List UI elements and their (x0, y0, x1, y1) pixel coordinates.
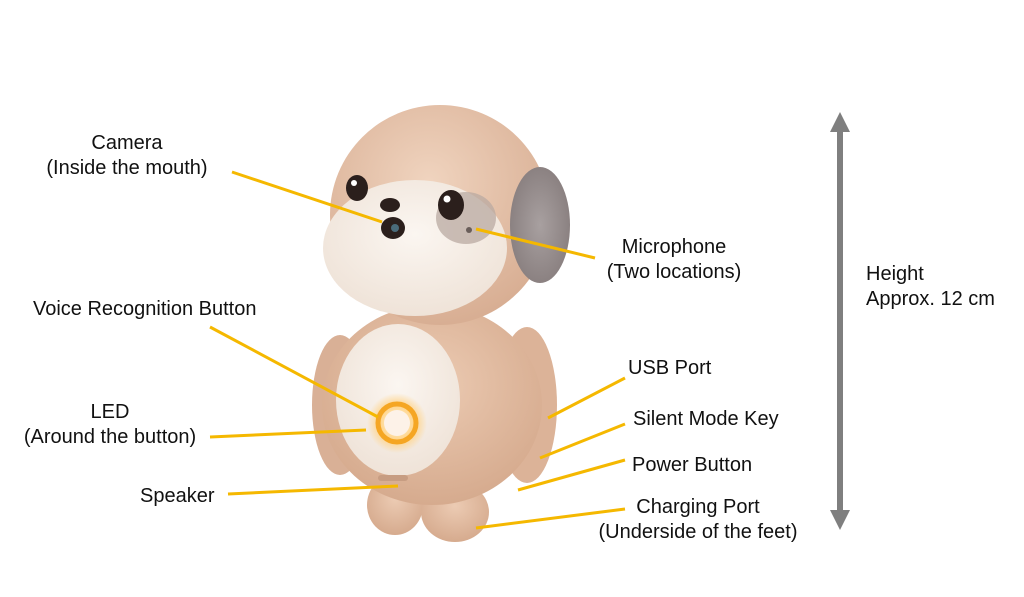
label-led-note: (Around the button) (23, 426, 197, 448)
label-camera-title: Camera (91, 132, 163, 154)
label-height-value: Approx. 12 cm (866, 288, 995, 310)
leader-charging (475, 507, 626, 530)
leader-led (209, 428, 367, 439)
label-microphone-note: (Two locations) (606, 261, 742, 283)
label-silent: Silent Mode Key (633, 407, 779, 432)
microphone-dot (466, 227, 472, 233)
label-voice-button: Voice Recognition Button (33, 297, 257, 322)
label-microphone-title: Microphone (621, 236, 727, 258)
label-usb: USB Port (628, 356, 711, 381)
right-ear (510, 167, 570, 283)
label-microphone: Microphone (Two locations) (598, 235, 750, 285)
label-led: LED (Around the button) (14, 400, 206, 450)
left-eye-icon (346, 175, 368, 201)
label-height: Height Approx. 12 cm (866, 262, 995, 312)
label-power: Power Button (632, 453, 752, 478)
right-eye-icon (438, 190, 464, 220)
voice-button-icon (384, 410, 410, 436)
label-voice-button-text: Voice Recognition Button (33, 298, 257, 320)
label-speaker: Speaker (140, 484, 215, 509)
leader-microphone (475, 227, 596, 260)
label-camera-note: (Inside the mouth) (46, 157, 208, 179)
label-charging: Charging Port (Underside of the feet) (586, 495, 810, 545)
leader-lines (209, 170, 626, 530)
label-speaker-text: Speaker (140, 485, 215, 507)
double-arrow-vertical-icon (830, 112, 850, 530)
leader-voice-button (209, 325, 379, 419)
label-silent-text: Silent Mode Key (633, 408, 779, 430)
label-charging-title: Charging Port (636, 496, 760, 518)
nose-icon (380, 198, 400, 212)
plush-robot-dog-icon (312, 105, 570, 542)
label-charging-note: (Underside of the feet) (598, 521, 798, 543)
label-power-text: Power Button (632, 454, 753, 476)
speaker-slot (378, 475, 408, 481)
leader-camera (231, 170, 383, 224)
leader-speaker (227, 484, 399, 496)
label-camera: Camera (Inside the mouth) (37, 131, 217, 181)
label-led-title: LED (90, 401, 130, 423)
led-ring (375, 401, 419, 445)
leader-power (517, 458, 626, 492)
leader-usb (547, 376, 626, 420)
leader-silent (539, 422, 626, 460)
label-height-title: Height (866, 263, 924, 285)
label-usb-text: USB Port (628, 357, 712, 379)
